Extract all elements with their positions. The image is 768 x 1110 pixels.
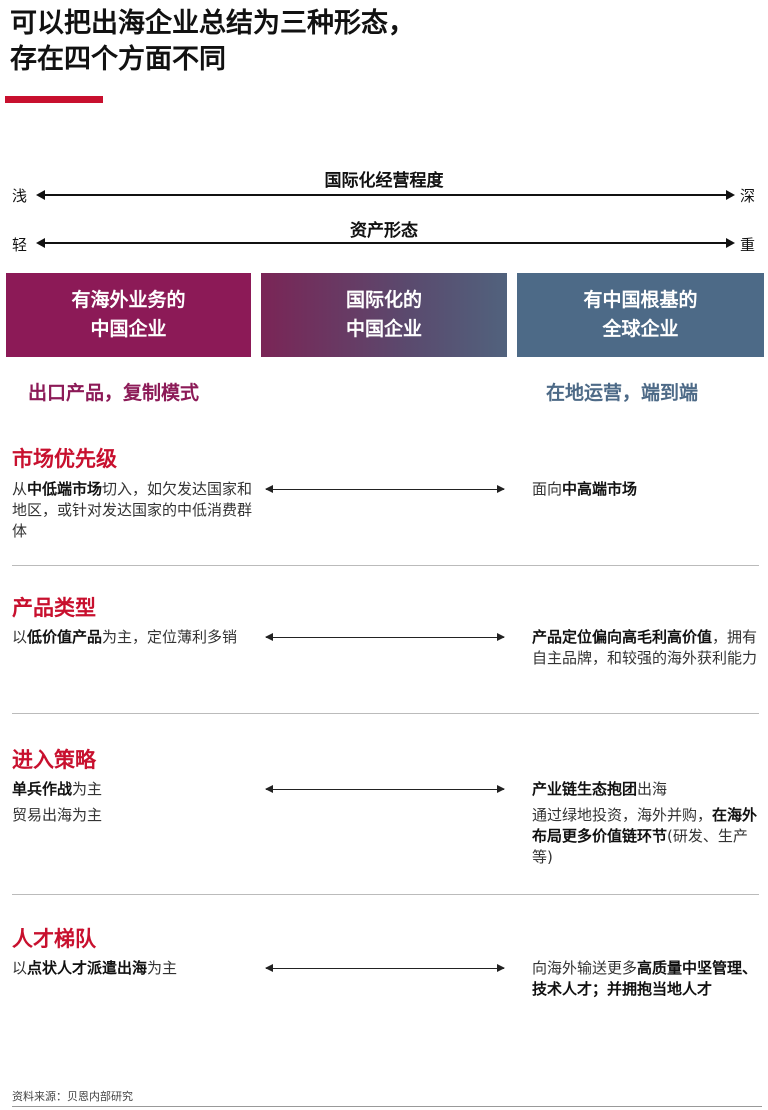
axis-left-end-light: 轻 [12, 236, 28, 254]
title-line-2: 存在四个方面不同 [10, 44, 226, 75]
axis-left-arrow-icon [36, 190, 45, 200]
band-international-chinese-company: 国际化的 中国企业 [261, 273, 507, 357]
axis-line-internationalization [44, 194, 728, 196]
section-2-double-arrow-icon [265, 632, 505, 642]
band-3-line-2: 全球企业 [602, 318, 679, 340]
axis-line-asset-form [44, 242, 728, 244]
section-3-double-arrow-icon [265, 784, 505, 794]
band-2-line-1: 国际化的 [345, 289, 422, 311]
section-1-right-text: 面向中高端市场 [532, 480, 638, 498]
section-3-right-text-2: 通过绿地投资，海外并购，在海外布局更多价值链环节(研发、生产等) [532, 806, 758, 866]
band-2-line-2: 中国企业 [345, 318, 422, 340]
axis-label-internationalization: 国际化经营程度 [324, 171, 444, 191]
title-accent-rule [5, 96, 103, 103]
section-3-left-text-1: 单兵作战为主 [12, 780, 103, 798]
axis-right-arrow-icon [726, 238, 735, 248]
subhead-export-products: 出口产品，复制模式 [28, 382, 200, 404]
section-4-right-text: 向海外输送更多高质量中坚管理、技术人才；并拥抱当地人才 [532, 959, 758, 998]
section-4-left-text: 以点状人才派遣出海为主 [12, 959, 178, 977]
section-4-double-arrow-icon [265, 963, 505, 973]
section-1-left-text: 从中低端市场切入，如欠发达国家和地区，或针对发达国家的中低消费群体 [12, 480, 253, 540]
section-divider [12, 565, 759, 566]
section-1-double-arrow-icon [265, 484, 505, 494]
section-3-right-text-1: 产业链生态抱团出海 [532, 780, 668, 798]
section-title-product-type: 产品类型 [12, 596, 96, 620]
title-line-1: 可以把出海企业总结为三种形态， [10, 8, 415, 39]
section-title-entry-strategy: 进入策略 [12, 748, 96, 772]
axis-right-arrow-icon [726, 190, 735, 200]
section-divider [12, 713, 759, 714]
section-title-talent-pipeline: 人才梯队 [12, 927, 96, 951]
band-1-line-1: 有海外业务的 [71, 289, 186, 311]
page-title: 可以把出海企业总结为三种形态， 存在四个方面不同 [10, 6, 750, 78]
axis-right-end-deep: 深 [740, 187, 756, 205]
source-note: 资料来源：贝恩内部研究 [12, 1090, 133, 1103]
section-title-market-priority: 市场优先级 [12, 447, 117, 471]
band-global-company-chinese-roots: 有中国根基的 全球企业 [517, 273, 764, 357]
axis-label-asset-form: 资产形态 [350, 221, 418, 241]
axis-right-end-heavy: 重 [740, 236, 756, 254]
axis-left-end-shallow: 浅 [12, 187, 28, 205]
footer-rule [12, 1106, 762, 1107]
band-3-line-1: 有中国根基的 [583, 289, 698, 311]
section-2-right-text: 产品定位偏向高毛利高价值，拥有自主品牌，和较强的海外获利能力 [532, 628, 758, 667]
axis-left-arrow-icon [36, 238, 45, 248]
subhead-local-operations: 在地运营，端到端 [546, 382, 699, 404]
band-chinese-company-overseas-business: 有海外业务的 中国企业 [6, 273, 251, 357]
section-2-left-text: 以低价值产品为主，定位薄利多销 [12, 628, 238, 646]
section-3-left-text-2: 贸易出海为主 [12, 806, 103, 824]
band-1-line-2: 中国企业 [90, 318, 167, 340]
section-divider [12, 894, 759, 895]
